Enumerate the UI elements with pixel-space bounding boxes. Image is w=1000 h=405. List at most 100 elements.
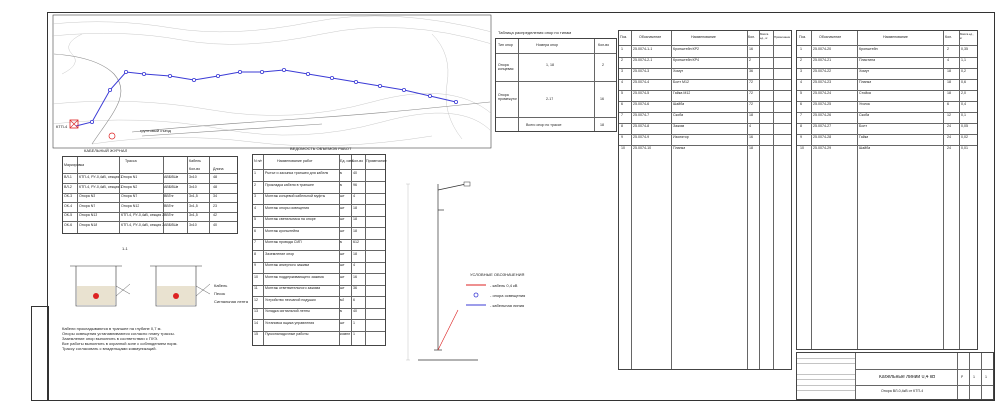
cable-journal-header: Кабель (189, 159, 201, 163)
note-line: Трассу согласовать с владельцами коммуни… (62, 346, 157, 351)
materials-cell: Болт (859, 124, 868, 128)
trench-section (70, 265, 211, 307)
materials-cell: 18 (947, 91, 951, 95)
spec-cell: 2 (749, 58, 751, 62)
cable-journal-cell: ВЛ-2 (64, 184, 72, 189)
legend-item: - кабельная линия (490, 303, 525, 308)
works-cell: 36 (353, 286, 357, 290)
cable-journal-cell: Опора N18 (79, 222, 98, 227)
materials-cell: 0,1 (961, 113, 966, 117)
materials-cell: 24 (947, 146, 951, 150)
spec-cell: 25.0074-7 (633, 113, 650, 117)
cable-journal-cell: Опора N13 (79, 213, 98, 217)
works-cell: Прокладка кабеля в траншее (265, 182, 315, 187)
materials-header: Масса ед., кг (960, 32, 974, 41)
works-cell: 18 (353, 217, 357, 221)
materials-cell: 7 (800, 113, 802, 117)
works-cell: Монтаж ответвительного зажима (265, 286, 321, 290)
materials-cell: 2 (947, 47, 949, 51)
spec-cell: 1 (621, 47, 623, 51)
materials-cell: 4 (947, 58, 949, 62)
works-cell: м (340, 182, 343, 187)
legend-title: УСЛОВНЫЕ ОБОЗНАЧЕНИЯ (470, 272, 525, 277)
ktp-marker (69, 119, 79, 129)
works-cell: шт (340, 217, 345, 221)
cable-journal-cell: ОК-6 (64, 222, 73, 227)
spec-cell: Кронштейн КР2 (673, 47, 700, 51)
materials-cell: 24 (947, 135, 951, 139)
spec-header: Поз. (620, 35, 628, 39)
works-cell: 1 (353, 320, 355, 325)
spec-cell: 8 (621, 124, 623, 128)
materials-header: Кол. (945, 35, 953, 39)
works-cell: шт (340, 194, 345, 198)
cable-journal-cell: ОК-4 (64, 203, 73, 208)
spec-cell: 4 (749, 124, 751, 128)
materials-cell: 25.0074-26 (813, 113, 832, 117)
notes-block: Кабели прокладываются в траншее на глуби… (62, 326, 262, 351)
materials-cell: 8 (800, 124, 802, 128)
works-cell: 14 (254, 320, 258, 325)
materials-cell: 4 (800, 80, 802, 84)
works-cell: 4 (254, 205, 256, 210)
works-cell: 1 (353, 332, 355, 336)
materials-cell: 25.0074-24 (813, 91, 832, 95)
works-cell: Монтаж провода СИП (265, 240, 302, 244)
spec-cell: 25.0074-8 (633, 124, 650, 128)
spec-cell: Изолятор (673, 135, 689, 139)
cable-journal-cell: ВЛ-1 (64, 175, 72, 179)
title-block: Кабельные линии 0,4 кВ Опора ВЛ-0,4кВ от… (796, 352, 994, 400)
spec-cell: Зажим (673, 124, 685, 128)
materials-cell: 1 (800, 47, 802, 51)
legend-item: - опора освещения (490, 293, 526, 298)
supports-table-title: Таблица распределения опор по типам (498, 30, 572, 35)
works-cell: Устройство песчаной подушки (265, 297, 316, 302)
materials-cell: 0,01 (961, 146, 968, 150)
materials-header: Наименование (883, 35, 908, 39)
note-line: Опоры освещения устанавливаются согласно… (62, 331, 175, 336)
materials-cell: 18 (947, 69, 951, 73)
spec-cell: Скоба (673, 113, 684, 117)
works-cell: 13 (254, 309, 258, 313)
spec-cell: 25.0074-5 (633, 91, 650, 95)
works-cell: Установка ящика управления (265, 320, 315, 325)
materials-header: Поз. (799, 35, 807, 39)
spec-cell: 5 (621, 91, 623, 95)
legend-swatches (466, 284, 486, 306)
materials-cell: 0,4 (961, 102, 966, 106)
cable-journal-cell: Опора N1 (121, 175, 138, 179)
works-cell: Пусконаладочные работы (265, 332, 309, 336)
materials-cell: 2,0 (961, 91, 966, 95)
materials-cell: Гайка (859, 135, 869, 139)
works-cell: м (340, 309, 343, 313)
spec-cell: Болт М12 (673, 80, 690, 84)
materials-cell: Планка (859, 80, 872, 84)
route-map (52, 14, 492, 149)
works-cell: 8 (254, 251, 256, 256)
materials-cell: Хомут (859, 69, 870, 73)
supports-table: Тип опор Номера опор Кол-во Опора концев… (495, 38, 617, 132)
spec-cell: 9 (621, 135, 623, 139)
works-cell: 18 (353, 205, 357, 210)
cable-journal-cell: 34 (213, 194, 217, 198)
cable-journal-cell: 3х10 (189, 175, 197, 179)
materials-table: Поз. Обозначение Наименование Кол. Масса… (796, 30, 978, 350)
works-cell: 5 (254, 217, 256, 221)
supports-total-label: Всего опор по трассе (526, 123, 562, 127)
section-label: Сигнальная лента (214, 299, 248, 304)
cable-journal-cell: 40 (213, 222, 217, 227)
materials-cell: 24 (947, 124, 951, 128)
spec-cell: 25.0074-4 (633, 80, 650, 84)
spec-cell: 18 (749, 113, 753, 117)
cable-journal-cell: КТП-4, РУ-0,4кВ, секция 1 (79, 184, 123, 189)
works-cell: шт (340, 263, 345, 267)
materials-cell: 0,05 (961, 124, 968, 128)
works-cell: 612 (353, 240, 359, 244)
cable-journal-header: Маркировка (64, 163, 85, 167)
works-cell: 40 (353, 309, 357, 313)
cable-journal-cell: 3х10 (189, 222, 197, 227)
spec-cell: 16 (749, 135, 753, 139)
cable-journal-cell: ОК-5 (64, 213, 73, 217)
works-cell: 12 (254, 297, 258, 302)
note-line: Все работы выполнять в охранной зоне с с… (62, 341, 178, 346)
